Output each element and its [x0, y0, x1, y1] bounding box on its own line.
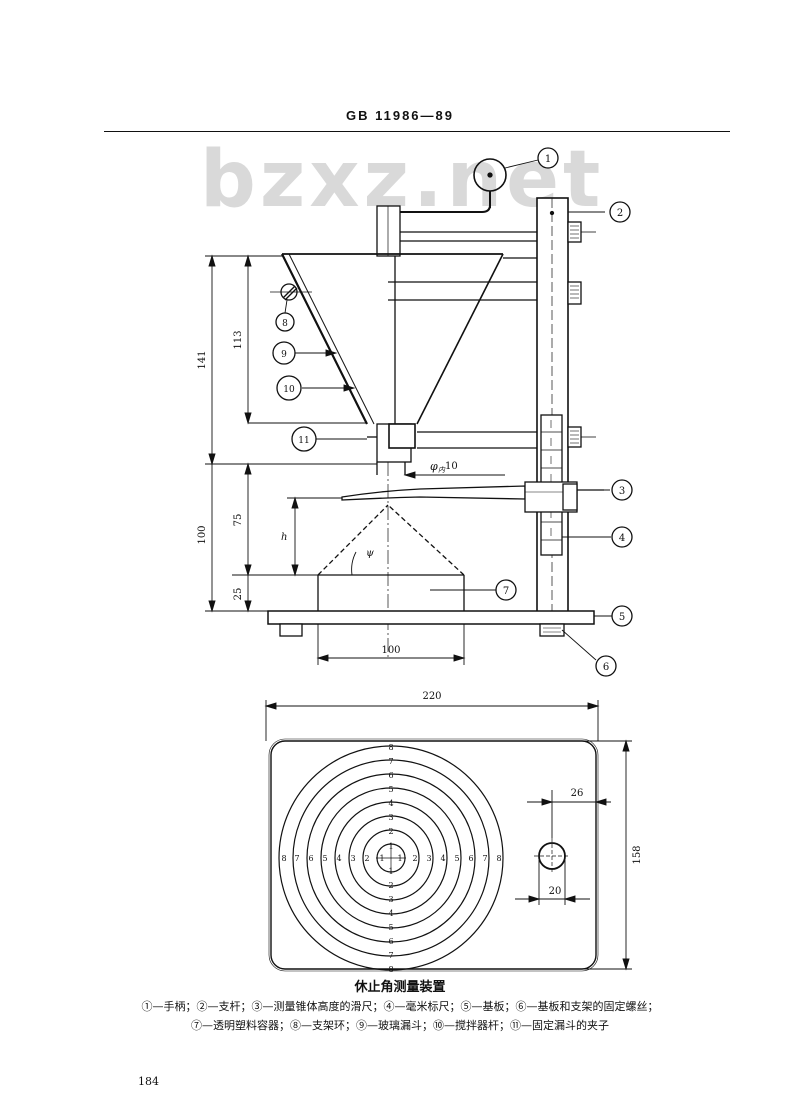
svg-text:10: 10: [283, 385, 295, 395]
base-plate-top-view: [268, 738, 599, 972]
ring-label-bottom-5: 5: [388, 923, 393, 932]
support-ring: [270, 283, 312, 301]
ring-label-left-6: 6: [308, 854, 313, 863]
callout-10: 10: [276, 375, 302, 401]
upper-clamp: [376, 205, 596, 305]
svg-text:9: 9: [281, 350, 287, 360]
ring-label-right-8: 8: [496, 854, 501, 863]
transparent-container: [317, 462, 465, 660]
dim-100-left: 100: [197, 525, 208, 544]
svg-text:3: 3: [619, 486, 625, 497]
ring-label-top-2: 2: [388, 827, 393, 836]
callout-9: 9: [272, 341, 296, 365]
dim-phi: φ: [430, 460, 438, 473]
ring-label-right-3: 3: [426, 854, 431, 863]
ring-label-right-6: 6: [468, 854, 473, 863]
callout-2: 2: [609, 201, 631, 223]
callout-8: 8: [275, 312, 295, 332]
svg-text:4: 4: [619, 533, 625, 544]
dim-phi-value: 10: [445, 461, 458, 472]
ring-label-top-3: 3: [388, 813, 393, 822]
svg-text:11: 11: [298, 436, 309, 446]
height-slide: [341, 481, 604, 513]
ring-label-left-2: 2: [364, 854, 369, 863]
ring-label-top-6: 6: [388, 771, 393, 780]
page-number: 184: [138, 1075, 159, 1088]
legend-line-1: ①—手柄；②—支杆；③—测量锥体高度的滑尺；④—毫米标尺；⑤—基板；⑥—基板和支…: [141, 1000, 659, 1013]
ring-label-bottom-2: 2: [388, 881, 393, 890]
header-rule: [104, 131, 730, 132]
svg-text:2: 2: [617, 208, 623, 219]
callout-11: 11: [291, 426, 317, 452]
dim-h: h: [281, 532, 287, 543]
ring-label-left-5: 5: [322, 854, 327, 863]
figure-caption: 休止角测量装置: [354, 980, 446, 995]
support-rod: [536, 197, 569, 623]
dim-113: 113: [233, 330, 244, 349]
ring-label-top-5: 5: [388, 785, 393, 794]
ring-label-bottom-8: 8: [388, 965, 393, 974]
dim-75: 75: [233, 514, 244, 527]
callout-6: 6: [595, 655, 617, 677]
support-ring-arm: [388, 257, 537, 301]
ring-label-bottom-4: 4: [388, 909, 393, 918]
callout-leaders: [284, 159, 612, 661]
funnel-clamp: [367, 426, 596, 449]
glass-funnel: [281, 253, 504, 475]
legend-line-2: ⑦—透明塑料容器；⑧—支架环；⑨—玻璃漏斗；⑩—搅拌器杆；⑪—固定漏斗的夹子: [191, 1019, 609, 1032]
ring-label-top-7: 7: [388, 757, 393, 766]
callout-1: 1: [537, 147, 559, 169]
dim-25: 25: [233, 588, 244, 601]
ring-label-bottom-7: 7: [388, 951, 393, 960]
ring-label-right-5: 5: [454, 854, 459, 863]
ring-label-top-8: 8: [388, 743, 393, 752]
svg-text:7: 7: [503, 586, 509, 597]
ring-label-left-1: 1: [379, 854, 384, 863]
callout-4: 4: [611, 526, 633, 548]
ring-label-bottom-3: 3: [388, 895, 393, 904]
ring-label-right-2: 2: [412, 854, 417, 863]
dim-220: 220: [422, 691, 441, 702]
handle: [400, 158, 507, 213]
ring-label-left-4: 4: [336, 854, 341, 863]
dim-26: 26: [571, 788, 584, 799]
svg-text:8: 8: [282, 319, 288, 329]
ring-label-top-4: 4: [388, 799, 393, 808]
ring-label-right-1: 1: [397, 854, 402, 863]
callout-3: 3: [611, 479, 633, 501]
dim-psi: ψ: [366, 548, 374, 559]
dim-100-bottom: 100: [381, 645, 400, 656]
dim-158: 158: [632, 845, 643, 864]
callout-5: 5: [611, 605, 633, 627]
ring-label-bottom-6: 6: [388, 937, 393, 946]
dimension-lines-lower: [264, 700, 632, 971]
dim-141: 141: [197, 350, 208, 369]
ring-label-bottom-1: 1: [388, 867, 393, 876]
base-plate: [267, 610, 595, 637]
ring-label-left-8: 8: [281, 854, 286, 863]
ring-label-left-7: 7: [294, 854, 299, 863]
svg-text:5: 5: [619, 612, 625, 623]
dim-20: 20: [549, 886, 562, 897]
callout-7: 7: [495, 579, 517, 601]
ring-label-right-7: 7: [482, 854, 487, 863]
ring-label-right-4: 4: [440, 854, 445, 863]
dim-phi-sub: 内: [438, 466, 446, 474]
standard-header: GB 11986—89: [345, 108, 454, 123]
svg-text:1: 1: [545, 154, 551, 165]
ring-label-top-1: 1: [388, 842, 393, 851]
svg-text:6: 6: [603, 662, 609, 673]
dimension-lines-upper: [205, 254, 505, 665]
ring-label-left-3: 3: [350, 854, 355, 863]
